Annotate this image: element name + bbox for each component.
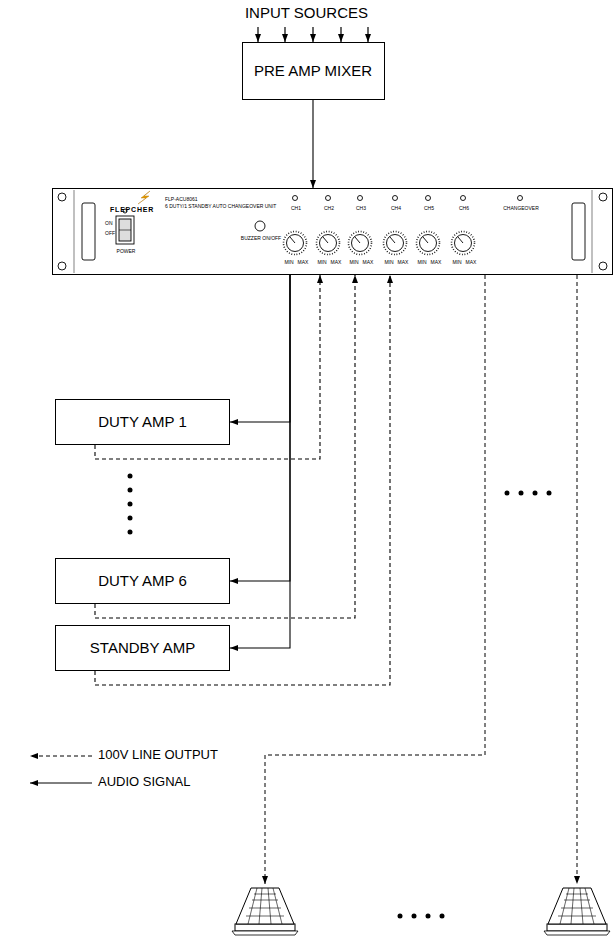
panel-label: CH3 [356,206,366,212]
legend-samples [30,756,92,783]
panel-label: MIN [452,260,461,266]
panel-label: MAX [363,260,374,266]
changeover-unit: FLEPCHER FLP-ACU80616 DUTY/1 STANDBY AUTO… [52,188,613,275]
panel-label: CHANGEOVER [503,206,539,212]
panel-label: MAX [298,260,309,266]
panel-label: FLEPCHER [110,206,154,214]
panel-label: MAX [466,260,477,266]
caption-label: INPUT SOURCES [0,4,613,21]
amplifier-box: DUTY AMP 6 [55,558,230,604]
panel-label: MAX [331,260,342,266]
panel-label: MIN [284,260,293,266]
panel-label: CH6 [459,206,469,212]
legend-text: AUDIO SIGNAL [98,775,190,790]
panel-label: MAX [398,260,409,266]
speaker-lines [265,275,577,884]
audio-signal-connector [230,275,290,648]
audio-signal-connector [230,275,290,422]
ellipsis-dots [128,474,552,919]
panel-label: MAX [431,260,442,266]
panel-label: CH4 [391,206,401,212]
box-label: PRE AMP MIXER [254,62,372,80]
box-label: STANDBY AMP [90,639,195,657]
panel-label: FLP-ACU8061 [165,197,198,203]
panel-label: ON [105,221,113,227]
amplifier-box: PRE AMP MIXER [242,42,385,100]
panel-label: POWER [117,249,136,255]
box-label: DUTY AMP 6 [98,572,187,590]
panel-label: MIN [417,260,426,266]
panel-label: CH2 [324,206,334,212]
amplifier-box: STANDBY AMP [55,625,230,671]
panel-label: CH5 [424,206,434,212]
ceiling-speaker [544,888,610,935]
audio-signal-connector [230,275,290,581]
panel-label: MIN [317,260,326,266]
box-label: DUTY AMP 1 [98,413,187,431]
audio-signal-connector [312,100,313,188]
panel-label: 6 DUTY/1 STANDBY AUTO CHANGEOVER UNIT [165,204,276,210]
amplifier-box: DUTY AMP 1 [55,399,230,445]
panel-label: MIN [349,260,358,266]
panel-label: CH1 [291,206,301,212]
panel-label: OFF [105,231,115,237]
panel-label: MIN [384,260,393,266]
panel-label: BUZZER ON/OFF [241,236,281,242]
legend-text: 100V LINE OUTPUT [98,748,218,763]
line-output-connector [95,275,390,685]
ceiling-speaker [232,888,298,935]
input-arrows [258,27,368,42]
